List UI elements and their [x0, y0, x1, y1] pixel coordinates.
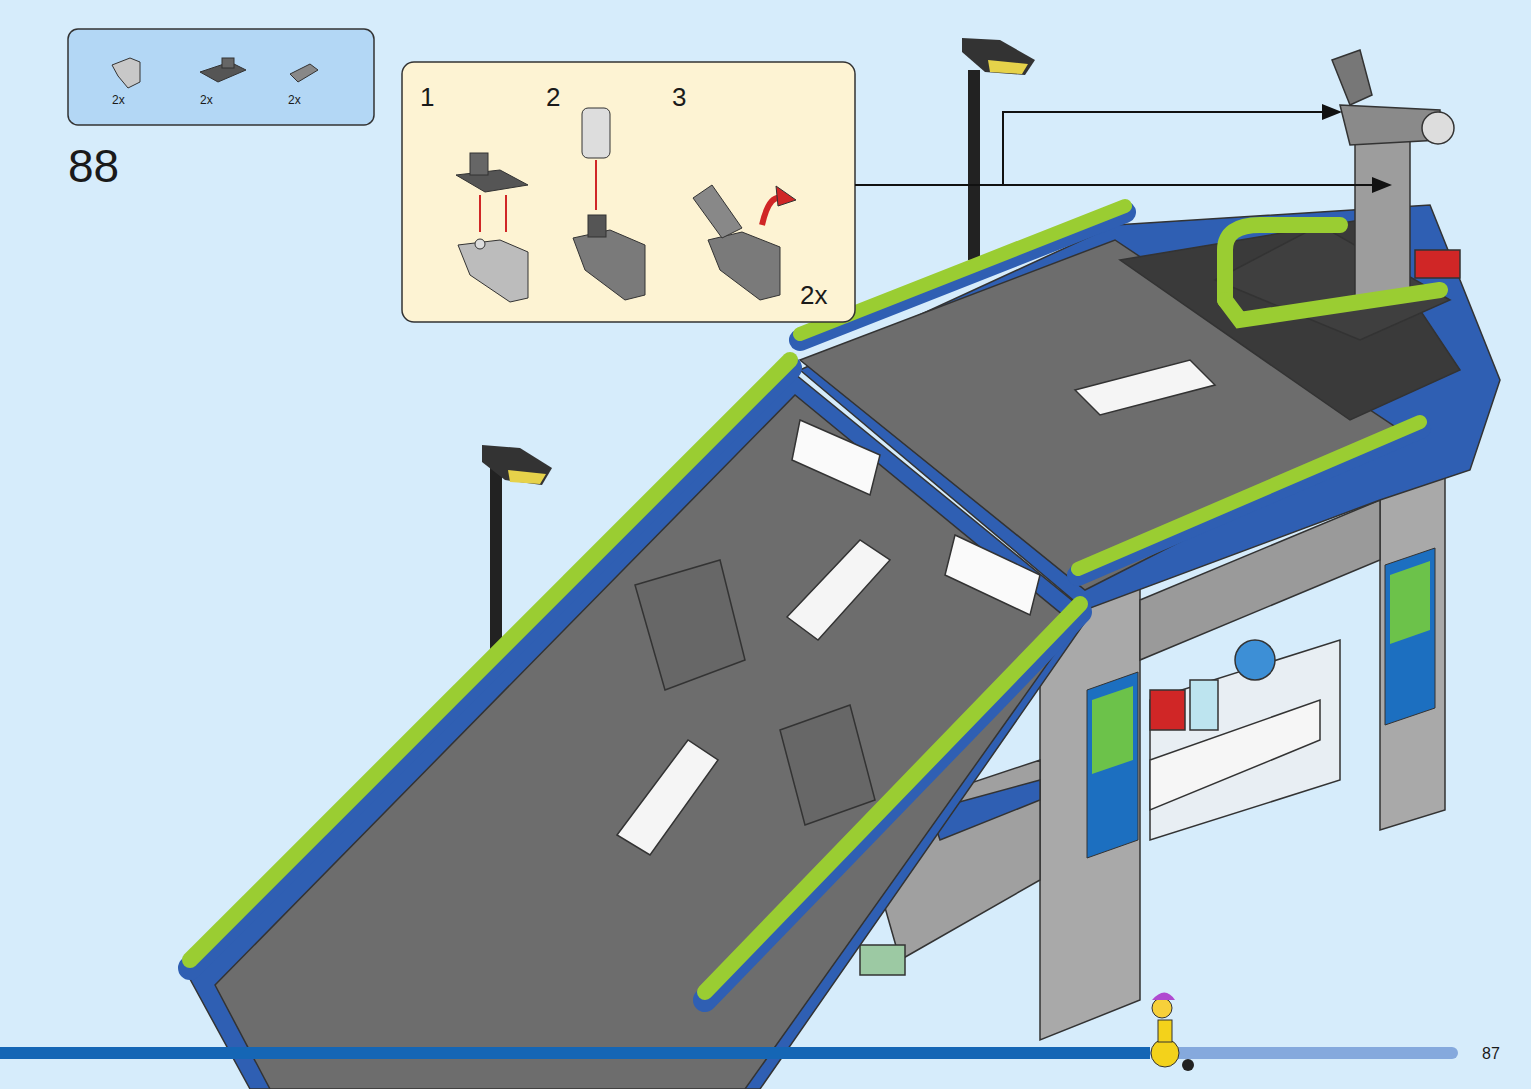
quantity-label: 2x	[200, 94, 213, 106]
arrow-head	[1372, 177, 1392, 193]
sub-step-number: 2	[546, 84, 560, 110]
callout-arrow	[855, 112, 1378, 185]
quantity-label: 2x	[288, 94, 301, 106]
sub-step-number: 3	[672, 84, 686, 110]
part-icon	[112, 58, 318, 88]
part-icon	[456, 108, 796, 302]
tower	[1332, 50, 1460, 300]
sub-step-callout: 1 2 3 2x	[402, 62, 855, 322]
parts-list-box: 2x 2x 2x	[68, 29, 374, 125]
progress-bar	[1150, 1047, 1458, 1059]
quantity-label: 2x	[112, 94, 125, 106]
progress-bar	[0, 1047, 1150, 1059]
sub-step-number: 1	[420, 84, 434, 110]
rail	[190, 206, 1440, 1000]
arrow-head	[1322, 104, 1342, 120]
minifigure	[1151, 993, 1194, 1072]
page-number: 87	[1482, 1046, 1500, 1062]
sign-tile	[1087, 548, 1435, 858]
step-number: 88	[68, 143, 119, 189]
quantity-label: 2x	[800, 282, 827, 308]
ramp	[185, 370, 1090, 1089]
